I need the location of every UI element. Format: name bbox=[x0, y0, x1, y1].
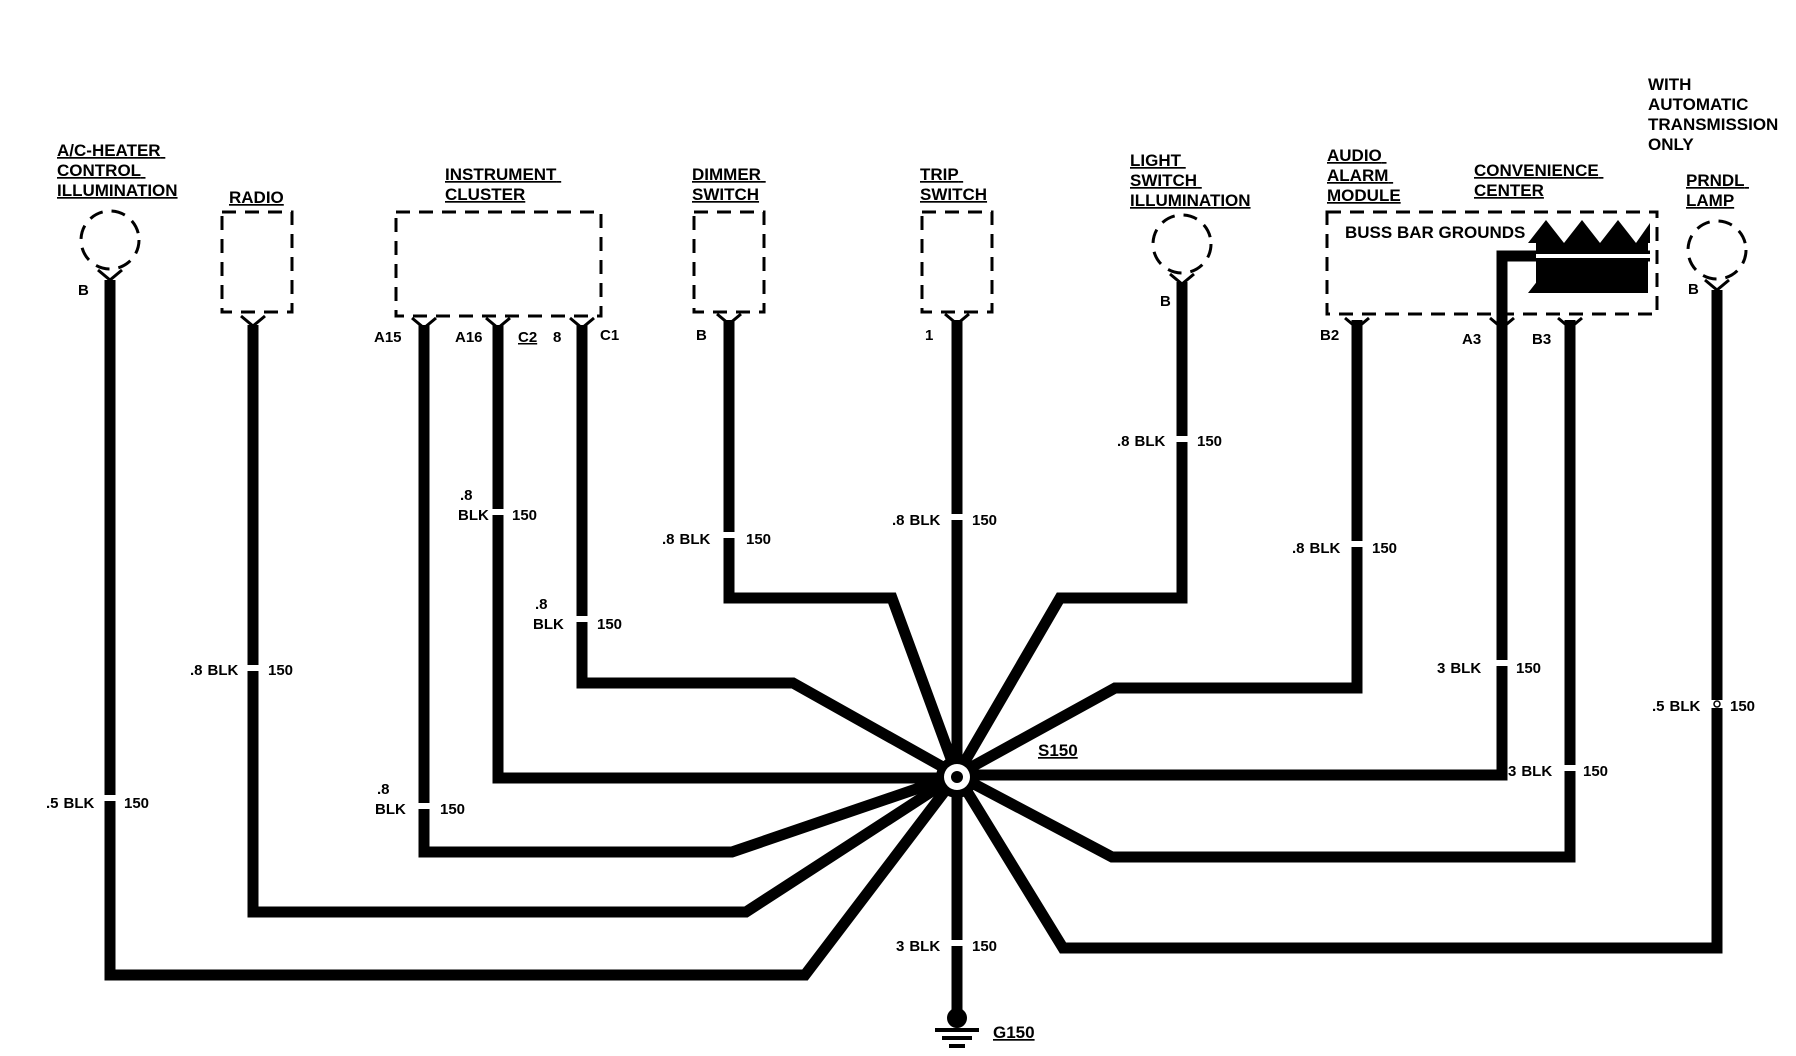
prndl-lamp-label: PRNDL LAMP bbox=[1686, 171, 1749, 210]
ac-heater-terminal-icon bbox=[97, 268, 123, 282]
ac-heater-label: A/C-HEATER CONTROL ILLUMINATION bbox=[57, 141, 178, 200]
convenience-a3-terminal-icon bbox=[1489, 316, 1515, 330]
dimmer-pin: B bbox=[696, 327, 707, 344]
cluster-a15-terminal-icon bbox=[411, 316, 437, 330]
light-switch-label: LIGHT SWITCH ILLUMINATION bbox=[1130, 151, 1251, 210]
light-switch-terminal-icon bbox=[1169, 272, 1195, 286]
ac-heater-pin: B bbox=[78, 282, 89, 299]
light-switch-lamp-icon bbox=[1151, 213, 1213, 275]
wire-circuit-trip: 150 bbox=[972, 512, 997, 529]
instrument-cluster-label: INSTRUMENT CLUSTER bbox=[445, 165, 561, 204]
trip-switch-label: TRIP SWITCH bbox=[920, 165, 987, 204]
splice-s150 bbox=[936, 756, 978, 798]
automatic-transmission-note: WITH AUTOMATIC TRANSMISSION ONLY bbox=[1648, 75, 1783, 154]
wire-dimmer bbox=[723, 320, 963, 777]
wire-harness bbox=[104, 280, 1723, 1018]
wire-circuit-c1: 150 bbox=[597, 616, 622, 633]
audio-b2-terminal-icon bbox=[1344, 316, 1370, 330]
cluster-connector-c2: C2 bbox=[518, 329, 537, 346]
wire-b3 bbox=[954, 320, 1576, 863]
wire-radio bbox=[247, 325, 960, 918]
wire-label-a16: .8 BLK bbox=[458, 487, 489, 524]
trip-terminal-icon bbox=[944, 312, 970, 326]
ground-symbol-icon bbox=[935, 1008, 979, 1048]
dimmer-terminal-icon bbox=[716, 312, 742, 326]
radio-label: RADIO bbox=[229, 188, 284, 207]
prndl-lamp-icon bbox=[1686, 219, 1748, 281]
wire-circuit-dimmer: 150 bbox=[746, 531, 771, 548]
dimmer-switch-box bbox=[692, 210, 766, 314]
light-switch-pin: B bbox=[1160, 293, 1171, 310]
convenience-pin-b3: B3 bbox=[1532, 331, 1551, 348]
buss-bar-grounds-label: BUSS BAR GROUNDS bbox=[1345, 223, 1525, 242]
radio-terminal-icon bbox=[240, 314, 266, 328]
audio-alarm-convenience-box bbox=[1325, 210, 1659, 316]
cluster-pin-a15: A15 bbox=[374, 329, 402, 346]
dimmer-switch-label: DIMMER SWITCH bbox=[692, 165, 766, 204]
wire-prndl bbox=[952, 290, 1723, 954]
wire-circuit-light: 150 bbox=[1197, 433, 1222, 450]
ground-label: G150 bbox=[993, 1023, 1035, 1042]
wire-ac-heater bbox=[104, 280, 962, 981]
wire-circuit-a3: 150 bbox=[1516, 660, 1541, 677]
wire-label-c1: .8 BLK bbox=[533, 596, 564, 633]
cluster-pin-c1: C1 bbox=[600, 327, 619, 344]
audio-alarm-label: AUDIO ALARM MODULE bbox=[1327, 146, 1401, 205]
wire-circuit-audio: 150 bbox=[1372, 540, 1397, 557]
prndl-terminal-icon bbox=[1704, 278, 1730, 292]
wire-circuit-b3: 150 bbox=[1583, 763, 1608, 780]
convenience-b3-terminal-icon bbox=[1557, 316, 1583, 330]
wire-a3 bbox=[957, 320, 1508, 781]
audio-pin-b2: B2 bbox=[1320, 327, 1339, 344]
cluster-pin-8: 8 bbox=[553, 329, 561, 346]
cluster-c1-terminal-icon bbox=[569, 316, 595, 330]
wire-circuit-prndl: 150 bbox=[1730, 698, 1755, 715]
wire-a15 bbox=[418, 325, 959, 858]
cluster-pin-a16: A16 bbox=[455, 329, 483, 346]
radio-box bbox=[220, 210, 294, 314]
convenience-pin-a3: A3 bbox=[1462, 331, 1481, 348]
instrument-cluster-box bbox=[394, 210, 603, 318]
wire-circuit-ground: 150 bbox=[972, 938, 997, 955]
cluster-a16-terminal-icon bbox=[485, 316, 511, 330]
splice-label: S150 bbox=[1038, 741, 1078, 760]
ac-heater-lamp-icon bbox=[79, 209, 141, 271]
trip-pin: 1 bbox=[925, 327, 933, 344]
wire-circuit-radio: 150 bbox=[268, 662, 293, 679]
wire-label-a15: .8 BLK bbox=[375, 781, 406, 818]
wire-c1 bbox=[576, 325, 960, 780]
wire-audio bbox=[954, 320, 1363, 780]
buss-bar-grounds-icon bbox=[1528, 220, 1650, 293]
wire-circuit-ac-heater: 150 bbox=[124, 795, 149, 812]
wire-circuit-a15: 150 bbox=[440, 801, 465, 818]
wire-circuit-a16: 150 bbox=[512, 507, 537, 524]
prndl-pin: B bbox=[1688, 281, 1699, 298]
trip-switch-box bbox=[920, 210, 994, 314]
wire-a16 bbox=[492, 325, 957, 784]
convenience-center-label: CONVENIENCE CENTER bbox=[1474, 161, 1603, 200]
